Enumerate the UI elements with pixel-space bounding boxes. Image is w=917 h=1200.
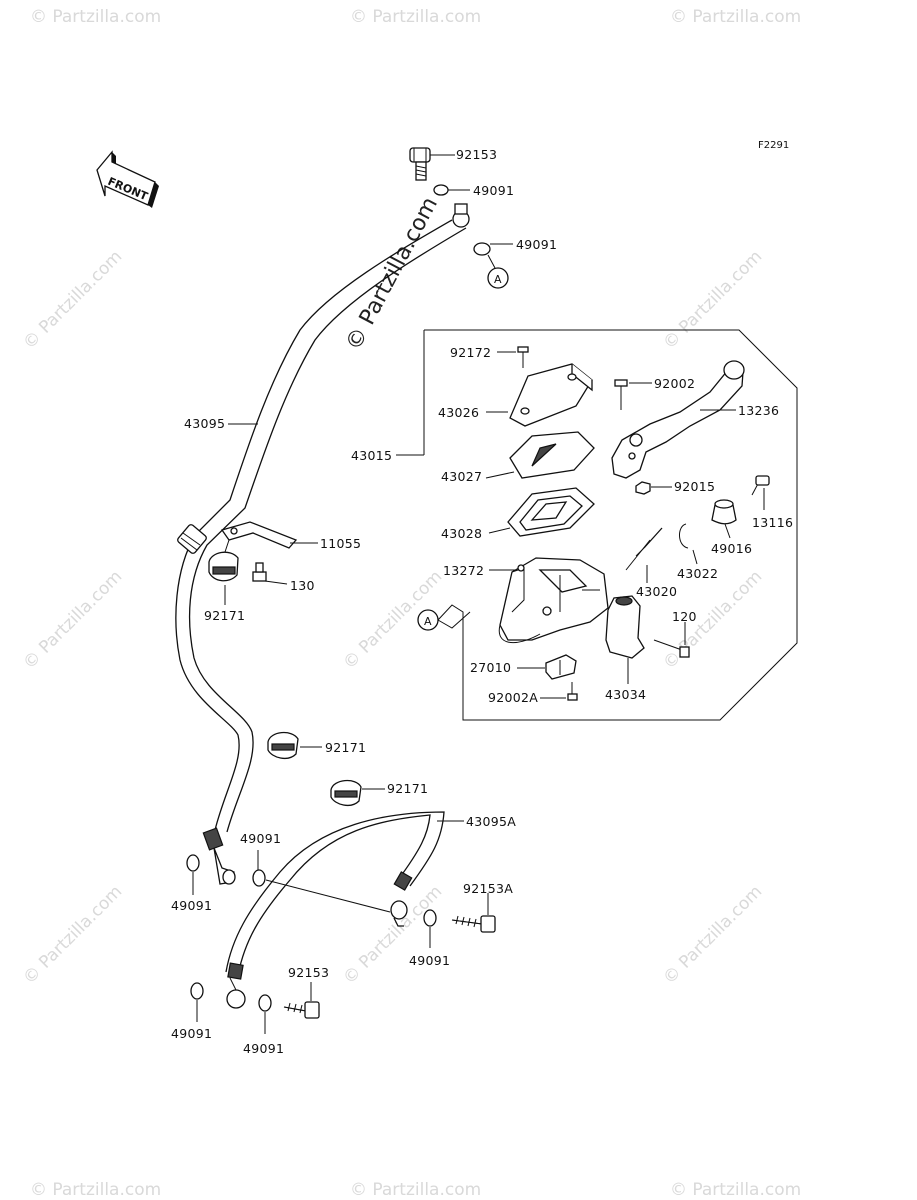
watermark: © Partzilla.com [19,567,126,674]
nut-92015 [635,481,651,495]
washer-49091-e [423,909,437,927]
reservoir-cap-43026 [509,363,593,427]
banjo-bolt-92153A [451,915,496,933]
label-49091: 49091 [243,1041,284,1056]
label-43028: 43028 [441,526,482,541]
label-92172: 92172 [450,345,491,360]
washer-49091-b [473,242,491,256]
label-11055: 11055 [320,536,361,551]
washer-49091-f [190,982,204,1000]
brake-hose-43095 [175,219,467,833]
label-49091: 49091 [171,898,212,913]
label-92153: 92153 [456,147,497,162]
label-92153: 92153 [288,965,329,980]
banjo-bolt-92153-top [409,147,431,181]
washer-49091-c [186,854,200,872]
watermark: © Partzilla.com [19,247,126,354]
master-cylinder-body [498,557,609,644]
watermark: © Partzilla.com [350,1180,481,1200]
front-arrow-icon: FRONT [96,150,159,208]
label-92171: 92171 [204,608,245,623]
callout-a-label: A [424,615,432,628]
label-13236: 13236 [738,403,779,418]
label-92002: 92002 [654,376,695,391]
brake-lever-13236 [611,360,745,479]
label-92015: 92015 [674,479,715,494]
label-92153A: 92153A [463,881,513,896]
label-13116: 13116 [752,515,793,530]
piston-43020 [625,527,663,571]
hose-grommet [177,524,207,554]
banjo-fitting-left [202,827,236,885]
label-27010: 27010 [470,660,511,675]
circlip-43022 [679,523,689,549]
screw-92172 [517,346,529,368]
label-43095A: 43095A [466,814,516,829]
banjo-fitting-top [452,203,470,228]
bolt-120 [653,639,690,658]
label-13272: 13272 [443,563,484,578]
label-43027: 43027 [441,469,482,484]
label-49091: 49091 [171,1026,212,1041]
figure-code: F2291 [758,140,789,151]
banjo-fitting-mid [390,900,408,927]
assembly-outline [424,329,798,721]
label-43034: 43034 [605,687,646,702]
watermark: © Partzilla.com [19,882,126,989]
watermark: © Partzilla.com [670,1180,801,1200]
switch-27010 [545,654,577,680]
label-92002A: 92002A [488,690,538,705]
pivot-screw-92002 [614,379,628,410]
label-49016: 49016 [711,541,752,556]
callout-a-label: A [494,273,502,286]
label-43095: 43095 [184,416,225,431]
clamp-92171-b [267,731,299,760]
pushrod-13116 [751,475,770,496]
holder-43034 [605,595,645,659]
watermark: © Partzilla.com [659,247,766,354]
label-92171: 92171 [325,740,366,755]
label-49091: 49091 [409,953,450,968]
label-43015: 43015 [351,448,392,463]
watermark: © Partzilla.com [30,1180,161,1200]
label-43022: 43022 [677,566,718,581]
watermark: © Partzilla.com [350,7,481,27]
cap-plate-43027 [509,431,595,479]
washer-49091-g [258,994,272,1012]
screw-92002A [567,682,578,701]
washer-49091-d [252,869,266,887]
watermark: © Partzilla.com [659,882,766,989]
bolt-130 [252,562,267,582]
banjo-bolt-92153-bottom [283,1001,320,1019]
clamp-92171-a [208,551,239,582]
label-43020: 43020 [636,584,677,599]
callout-a-top [487,267,509,289]
banjo-fitting-bottom [226,977,246,1009]
label-120: 120 [672,609,697,624]
brake-hose-43095A [225,811,445,980]
bolt-13272 [517,564,525,572]
clamp-92171-c [330,779,362,807]
label-49091: 49091 [473,183,514,198]
label-49091: 49091 [516,237,557,252]
watermark: © Partzilla.com [30,7,161,27]
watermark: © Partzilla.com [670,7,801,27]
label-92171: 92171 [387,781,428,796]
boot-49016 [711,499,737,525]
washer-49091-a [433,184,449,196]
label-130: 130 [290,578,315,593]
diaphragm-43028 [507,487,595,537]
label-43026: 43026 [438,405,479,420]
label-49091: 49091 [240,831,281,846]
